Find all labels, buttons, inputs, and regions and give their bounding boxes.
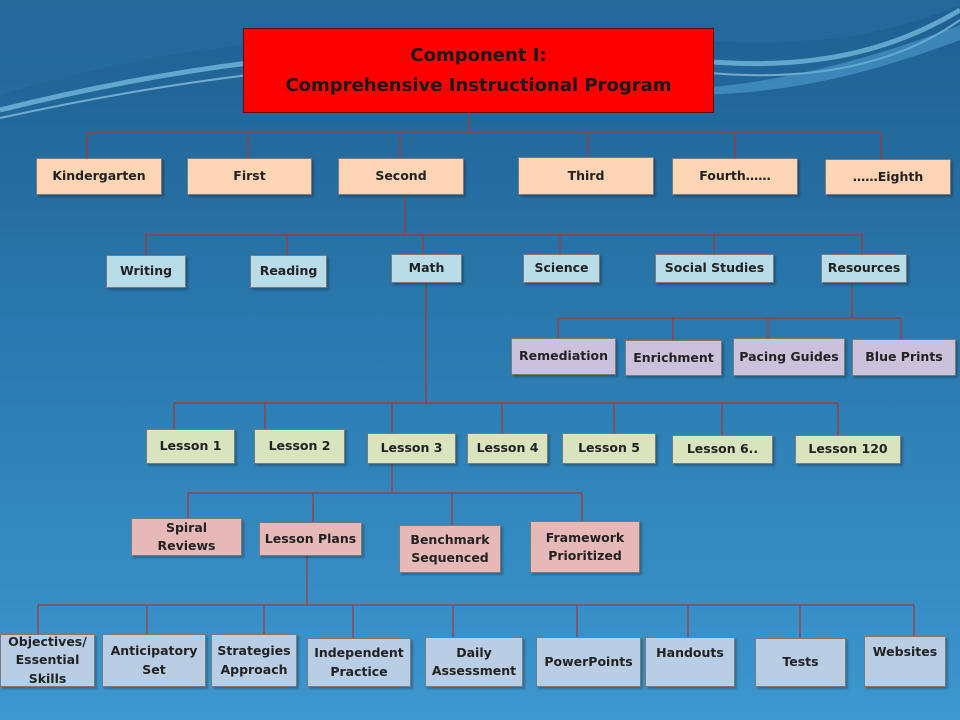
part-framework-prioritized: Framework Prioritized [530,521,640,573]
subject-science: Science [523,254,600,283]
detail-independent-practice: Independent Practice [307,638,411,687]
resource-pacing-guides: Pacing Guides [733,338,845,376]
lesson-4: Lesson 4 [467,433,548,464]
grade-fourth: Fourth…… [672,158,798,195]
title-line-1: Component I: [410,44,547,66]
detail-websites: Websites [864,636,946,687]
grade-third: Third [518,157,654,195]
subject-reading: Reading [250,255,327,288]
detail-powerpoints: PowerPoints [536,637,641,687]
subject-math: Math [391,254,462,283]
lesson-5: Lesson 5 [562,433,656,464]
title-box: Component I: Comprehensive Instructional… [243,28,714,113]
resource-blue-prints: Blue Prints [852,339,956,376]
subject-resources: Resources [821,254,907,283]
part-spiral-reviews: Spiral Reviews [131,518,242,556]
detail-handouts: Handouts [645,637,735,687]
grade-kindergarten: Kindergarten [36,158,162,195]
title-line-2: Comprehensive Instructional Program [285,74,672,96]
grade-eighth: ……Eighth [825,159,951,195]
detail-strategies-approach: Strategies Approach [211,634,297,687]
lesson-120: Lesson 120 [795,435,901,464]
subject-writing: Writing [106,255,186,288]
detail-objectives: Objectives/ Essential Skills [0,634,95,687]
detail-anticipatory-set: Anticipatory Set [102,634,206,687]
subject-social-studies: Social Studies [655,254,774,283]
lesson-2: Lesson 2 [254,429,345,464]
detail-tests: Tests [755,638,846,687]
lesson-6: Lesson 6.. [672,435,773,464]
grade-second: Second [338,158,464,195]
part-benchmark-sequenced: Benchmark Sequenced [399,525,501,573]
grade-first: First [187,158,312,195]
lesson-3: Lesson 3 [367,433,456,464]
lesson-1: Lesson 1 [146,429,235,464]
resource-enrichment: Enrichment [625,340,722,376]
detail-daily-assessment: Daily Assessment [425,637,523,687]
resource-remediation: Remediation [511,338,616,375]
part-lesson-plans: Lesson Plans [259,522,362,556]
